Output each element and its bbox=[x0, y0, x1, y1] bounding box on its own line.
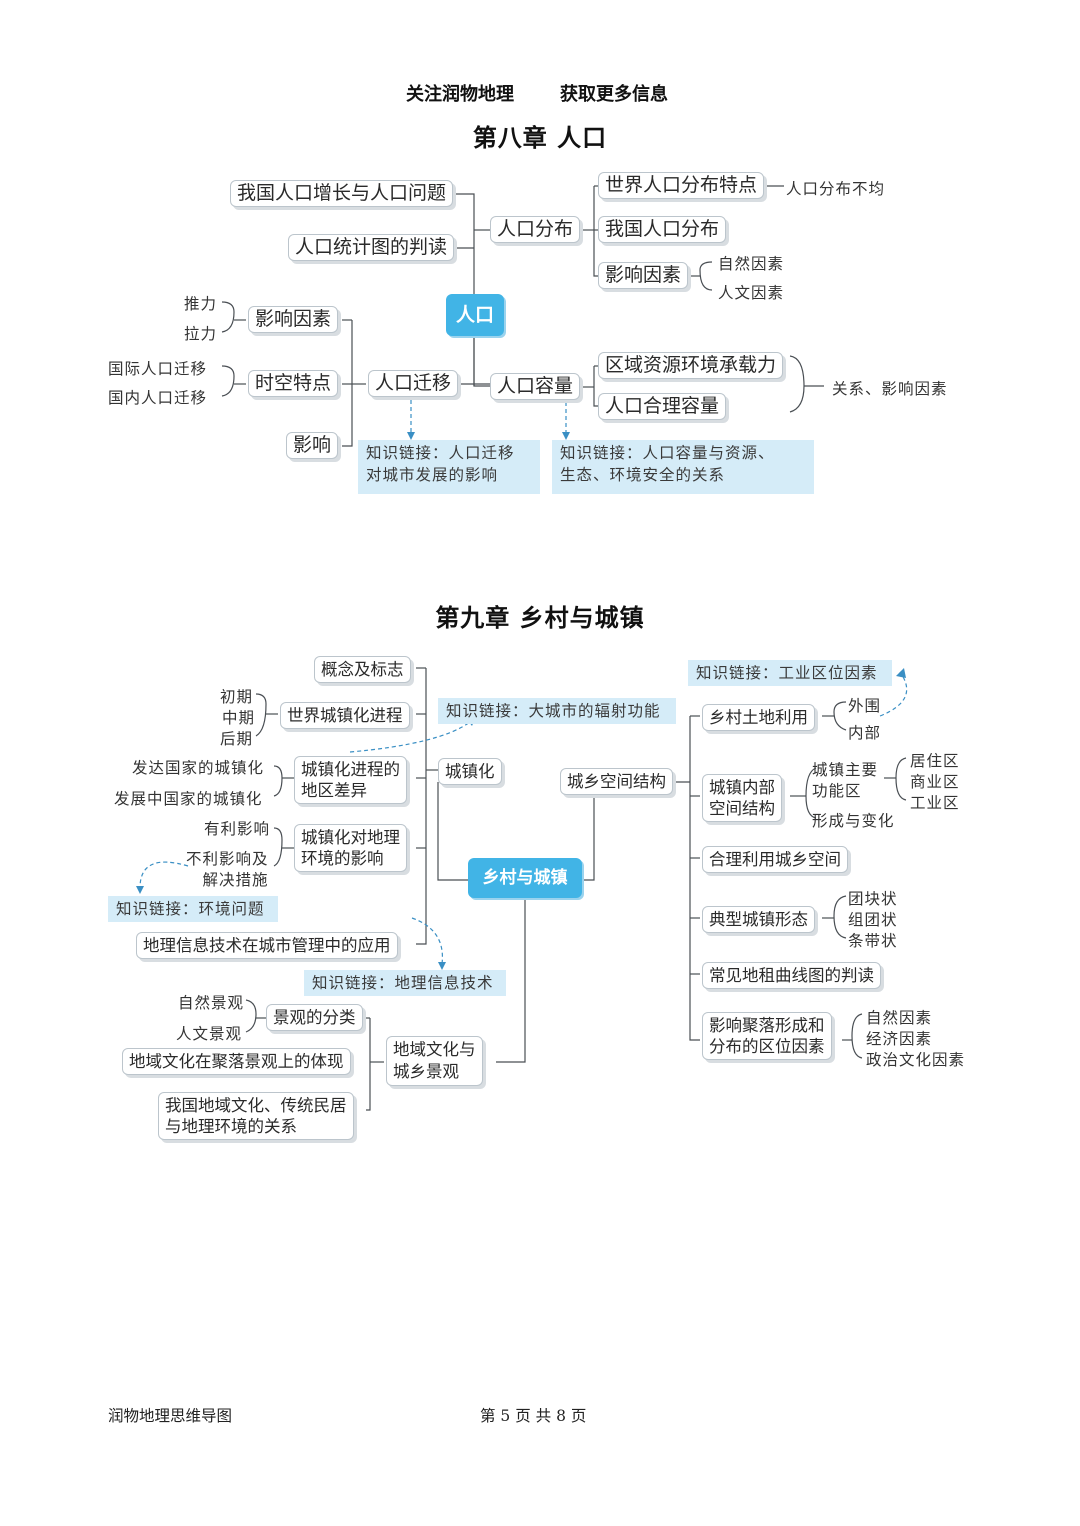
node-spacetime: 时空特点 bbox=[248, 370, 339, 397]
node-rational-use: 合理利用城乡空间 bbox=[702, 846, 848, 873]
text-block: 团块状 bbox=[848, 890, 898, 908]
link-environment: 知识链接：环境问题 bbox=[108, 896, 278, 922]
node-migration-factors: 影响因素 bbox=[248, 306, 339, 333]
text-relation-factors: 关系、影响因素 bbox=[832, 380, 948, 398]
ch9-center-node: 乡村与城镇 bbox=[468, 858, 582, 898]
page-number: 第 5 页 共 8 页 bbox=[480, 1407, 587, 1425]
link-migration-city: 知识链接：人口迁移 对城市发展的影响 bbox=[358, 440, 540, 494]
text-natural-factor: 自然因素 bbox=[718, 255, 785, 273]
node-world-distribution: 世界人口分布特点 bbox=[598, 172, 765, 199]
node-migration: 人口迁移 bbox=[368, 370, 459, 397]
node-urbanization: 城镇化 bbox=[438, 758, 502, 785]
node-culture-settlement: 地域文化在聚落景观上的体现 bbox=[122, 1048, 351, 1075]
header-right: 获取更多信息 bbox=[560, 84, 668, 105]
text-residential: 居住区 bbox=[910, 752, 960, 770]
text-natural-landscape: 自然景观 bbox=[178, 994, 245, 1012]
text-domestic-migration: 国内人口迁移 bbox=[108, 389, 208, 407]
text-human-factor: 人文因素 bbox=[718, 284, 785, 302]
text-main-functional-zones: 城镇主要 功能区 bbox=[812, 761, 879, 800]
node-population-growth: 我国人口增长与人口问题 bbox=[230, 180, 454, 207]
text-early: 初期 bbox=[220, 688, 254, 706]
link-capacity-resources: 知识链接：人口容量与资源、 生态、环境安全的关系 bbox=[552, 440, 814, 494]
node-population-distribution: 人口分布 bbox=[490, 216, 581, 243]
node-population-chart: 人口统计图的判读 bbox=[288, 234, 455, 261]
chapter8-title: 第八章 人口 bbox=[472, 124, 608, 152]
text-developing: 发展中国家的城镇化 bbox=[114, 790, 263, 808]
text-formation-change: 形成与变化 bbox=[812, 812, 895, 830]
node-gis: 地理信息技术在城市管理中的应用 bbox=[136, 932, 398, 959]
header-left: 关注润物地理 bbox=[406, 84, 514, 105]
node-capacity: 人口容量 bbox=[490, 373, 581, 400]
node-regional-culture: 地域文化与 城乡景观 bbox=[386, 1036, 483, 1086]
text-late: 后期 bbox=[220, 730, 254, 748]
node-rural-land: 乡村土地利用 bbox=[702, 704, 815, 731]
node-traditional-dwelling: 我国地域文化、传统民居 与地理环境的关系 bbox=[158, 1092, 354, 1140]
node-spatial-structure: 城乡空间结构 bbox=[560, 768, 673, 795]
link-radiation: 知识链接：大城市的辐射功能 bbox=[438, 698, 676, 724]
node-concept: 概念及标志 bbox=[314, 656, 411, 683]
node-world-urbanization: 世界城镇化进程 bbox=[280, 702, 410, 729]
text-positive-impact: 有利影响 bbox=[204, 820, 271, 838]
footer-left: 润物地理思维导图 bbox=[108, 1407, 233, 1425]
text-inner: 内部 bbox=[848, 724, 882, 742]
node-typical-form: 典型城镇形态 bbox=[702, 906, 815, 933]
text-human-landscape: 人文景观 bbox=[176, 1025, 243, 1043]
text-cluster: 组团状 bbox=[848, 911, 898, 929]
text-international-migration: 国际人口迁移 bbox=[108, 360, 208, 378]
text-negative-impact: 不利影响及 解决措施 bbox=[186, 850, 269, 889]
text-pull: 拉力 bbox=[184, 325, 218, 343]
text-political-factor: 政治文化因素 bbox=[866, 1051, 966, 1069]
node-carrying-capacity: 区域资源环境承载力 bbox=[598, 352, 784, 379]
link-gis: 知识链接：地理信息技术 bbox=[304, 970, 506, 996]
node-reasonable-capacity: 人口合理容量 bbox=[598, 393, 727, 420]
chapter9-title: 第九章 乡村与城镇 bbox=[435, 604, 645, 632]
link-industry: 知识链接：工业区位因素 bbox=[688, 660, 892, 686]
node-landscape-class: 景观的分类 bbox=[266, 1004, 363, 1031]
node-settlement-factors: 影响聚落形成和 分布的区位因素 bbox=[702, 1012, 832, 1060]
node-inner-structure: 城镇内部 空间结构 bbox=[702, 774, 782, 822]
text-middle: 中期 bbox=[222, 709, 256, 727]
text-developed: 发达国家的城镇化 bbox=[132, 759, 265, 777]
text-uneven: 人口分布不均 bbox=[786, 180, 886, 198]
node-china-distribution: 我国人口分布 bbox=[598, 216, 727, 243]
node-regional-difference: 城镇化进程的 地区差异 bbox=[294, 756, 407, 804]
node-environment-impact: 城镇化对地理 环境的影响 bbox=[294, 824, 407, 872]
text-strip: 条带状 bbox=[848, 932, 898, 950]
text-natural-factor-2: 自然因素 bbox=[866, 1009, 933, 1027]
text-outer: 外围 bbox=[848, 697, 882, 715]
text-industrial: 工业区 bbox=[910, 794, 960, 812]
text-commercial: 商业区 bbox=[910, 773, 960, 791]
node-migration-effect: 影响 bbox=[286, 432, 339, 459]
node-distribution-factors: 影响因素 bbox=[598, 262, 689, 289]
text-push: 推力 bbox=[184, 295, 218, 313]
ch8-center-node: 人口 bbox=[446, 294, 504, 336]
node-rent-curve: 常见地租曲线图的判读 bbox=[702, 962, 881, 989]
text-economic-factor: 经济因素 bbox=[866, 1030, 933, 1048]
